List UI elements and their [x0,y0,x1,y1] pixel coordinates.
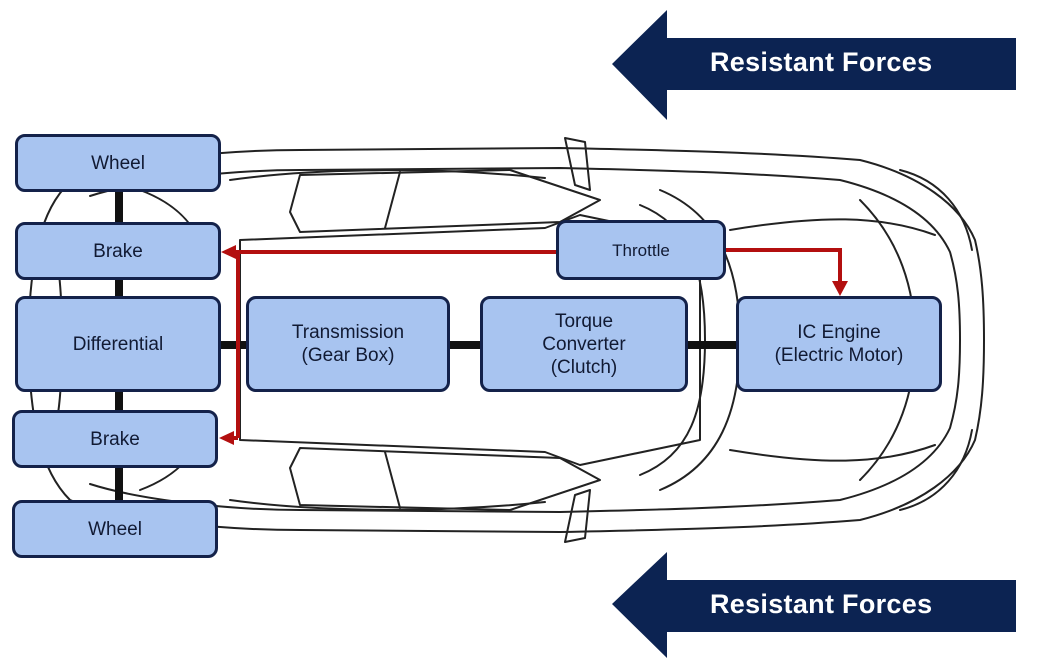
throttle-label: Throttle [612,240,670,260]
wheel-bottom-label: Wheel [88,518,142,540]
bottom-banner-arrow [612,552,1016,658]
differential-label: Differential [72,333,164,355]
resistant-forces-bottom-label: Resistant Forces [710,589,933,619]
transmission-box: Transmission (Gear Box) [246,296,450,392]
transmission-label: Transmission (Gear Box) [291,322,405,366]
wheel-top-box: Wheel [15,134,221,192]
top-banner-arrow [612,10,1016,120]
wheel-bottom-box: Wheel [12,500,218,558]
engine-box: IC Engine (Electric Motor) [736,296,942,392]
torque-converter-box: Torque Converter (Clutch) [480,296,688,392]
throttle-box: Throttle [556,220,726,280]
brake-bottom-arrowhead [219,431,234,445]
engine-arrowhead [832,281,848,296]
brake-top-box: Brake [15,222,221,280]
brake-bottom-box: Brake [12,410,218,468]
engine-label: IC Engine (Electric Motor) [774,322,904,366]
resistant-forces-top-label: Resistant Forces [710,47,933,77]
wheel-top-label: Wheel [91,152,145,174]
brake-top-arrowhead [221,245,236,259]
brake-top-label: Brake [93,240,143,262]
differential-box: Differential [15,296,221,392]
torque-converter-label: Torque Converter (Clutch) [542,310,626,378]
brake-bottom-label: Brake [90,428,140,450]
throttle-to-engine-line [726,248,842,282]
